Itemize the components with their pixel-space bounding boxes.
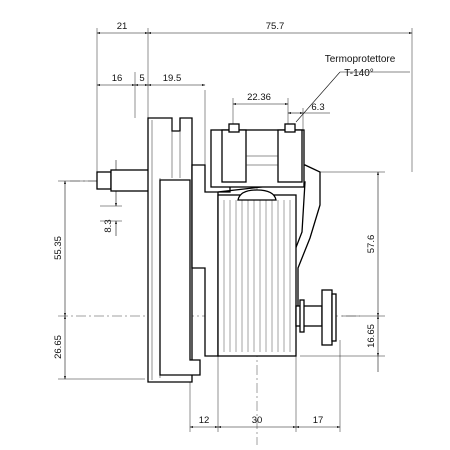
dim-55-35: 55.35 <box>53 236 64 260</box>
dim-5: 5 <box>139 73 144 84</box>
dim-16-65: 16.65 <box>366 324 377 348</box>
dim-6-3: 6.3 <box>311 102 324 113</box>
thermal-protector-rating: T-140° <box>344 68 374 79</box>
dimension-labels: 21 75.7 16 5 19.5 22.36 6.3 12 30 17 8.3… <box>53 21 377 426</box>
thermal-protector-name: Termoprotettore <box>325 54 396 65</box>
dim-26-65: 26.65 <box>53 335 64 359</box>
rear-bearing <box>295 289 337 346</box>
stator-laminations <box>223 200 291 352</box>
thermal-protector-label: Termoprotettore T-140° <box>325 54 396 79</box>
dim-17: 17 <box>313 415 324 426</box>
output-shaft <box>96 169 150 192</box>
dim-12: 12 <box>199 415 210 426</box>
gear-motor <box>96 117 337 383</box>
dimension-lines <box>63 31 413 429</box>
dim-21: 21 <box>117 21 128 32</box>
gearbox-flange <box>159 118 201 376</box>
dim-22-36: 22.36 <box>247 92 271 103</box>
dim-75-7: 75.7 <box>266 21 285 32</box>
dim-8-3: 8.3 <box>103 219 114 232</box>
dim-16: 16 <box>112 73 123 84</box>
motor-stator <box>217 194 297 357</box>
thermal-protector-block <box>210 123 305 188</box>
dim-30: 30 <box>252 415 263 426</box>
dim-19-5: 19.5 <box>163 73 182 84</box>
dim-57-6: 57.6 <box>366 235 377 254</box>
protector-sensor <box>237 189 277 201</box>
